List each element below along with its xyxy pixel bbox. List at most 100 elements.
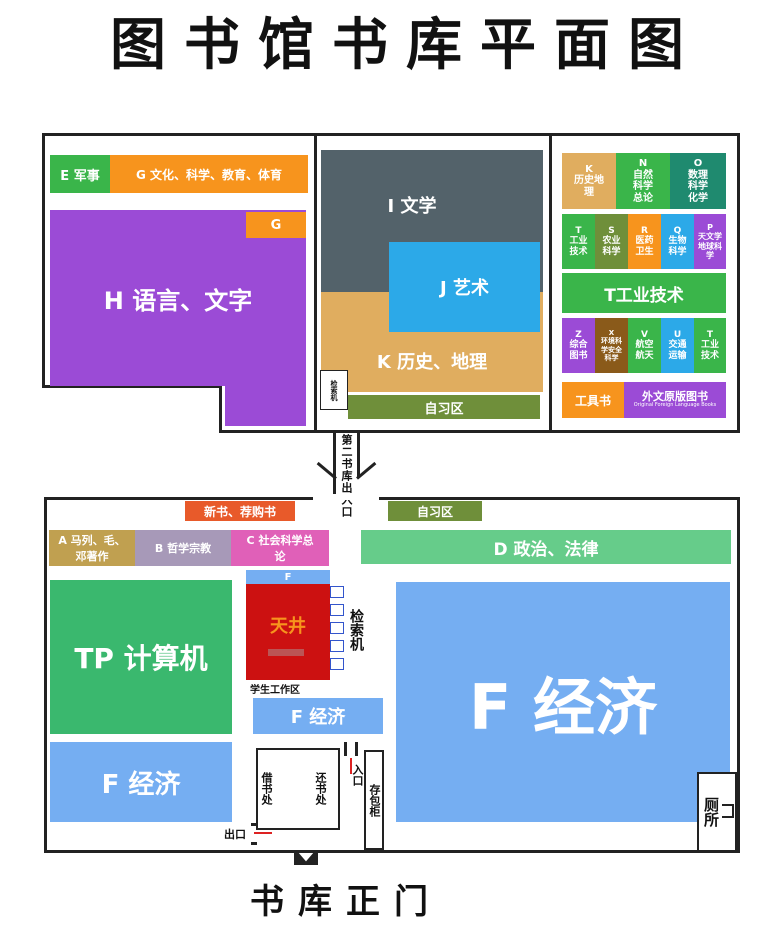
corridor-gap: [313, 494, 379, 500]
self-study-lower: 自习区: [388, 501, 482, 521]
shelf-o-name: 数理科学化学: [688, 169, 708, 204]
shelf-a-marxism: A 马列、毛、邓著作: [49, 530, 135, 566]
shelf-q-code: Q: [673, 225, 682, 236]
shelf-x-name: 环境科学安全科学: [601, 337, 622, 362]
page-title: 图书馆书库平面图: [110, 12, 702, 78]
shelf-q-name: 生物科学: [668, 236, 687, 257]
shelf-n-name: 自然科学总论: [633, 169, 653, 204]
upper-divider-right: [549, 136, 552, 430]
shelf-tp-computer: TP 计算机: [50, 580, 232, 734]
catalog-machine-2: [330, 604, 344, 616]
shelf-t-name: 工业技术: [569, 236, 588, 257]
toilet: 厕所: [697, 772, 737, 852]
shelf-f-economics-big: F 经济: [396, 582, 730, 822]
shelf-z-general: Z 综合图书: [562, 318, 595, 373]
shelf-row1-n: [616, 153, 670, 209]
service-desk-outline: [256, 748, 340, 830]
shelf-v-code: V: [641, 329, 648, 340]
upper-divider-left: [314, 136, 317, 430]
shelf-u-name: 交通运输: [668, 340, 687, 361]
shelf-n-code: N 自然科学总论: [616, 157, 670, 205]
toilet-label: 厕所: [702, 797, 720, 827]
shelf-t-big: T工业技术: [562, 273, 726, 313]
catalog-machine-4: [330, 640, 344, 652]
shelf-n-code-text: N: [638, 158, 648, 169]
shelf-k-name: 历史地理: [574, 175, 604, 198]
upper-floor-notch-wall-v: [219, 385, 222, 433]
shelf-u-transport: U 交通运输: [661, 318, 694, 373]
borrow-desk-label: 借书处: [260, 771, 273, 805]
foreign-books-label-en: Original Foreign Language Books: [633, 402, 717, 409]
shelf-r-code: R: [641, 225, 648, 236]
catalog-upper-label: 检索机: [330, 379, 339, 401]
shelf-t-tech: T 工业技术: [562, 214, 595, 269]
catalog-machine-5: [330, 658, 344, 670]
new-books-shelf: 新书、荐购书: [185, 501, 295, 521]
shelf-g-small: G: [246, 212, 306, 238]
shelf-c-social: C 社会科学总论: [231, 530, 329, 566]
foreign-books-label: 外文原版图书: [642, 389, 708, 403]
toilet-door-icon: [722, 804, 734, 818]
entrance-gate: [344, 742, 358, 756]
borrow-desk: 借书处: [258, 760, 274, 816]
catalog-machine-upper: 检索机: [320, 370, 348, 410]
shelf-q-biology: Q 生物科学: [661, 214, 694, 269]
shelf-v-aerospace: V 航空航天: [628, 318, 661, 373]
shelf-row1-k: [562, 153, 616, 209]
exit-arrow-icon: [254, 832, 272, 834]
shelf-u-code: U: [673, 329, 682, 340]
shelf-r-name: 医药卫生: [635, 236, 654, 257]
catalog-machine-3: [330, 622, 344, 634]
shelf-x-code: X: [608, 329, 615, 338]
atrium-bar: [268, 649, 304, 656]
shelf-o-code-text: O: [693, 158, 703, 169]
corridor-wall-right: [357, 430, 360, 478]
catalog-lower-label-wrap: 检索机: [346, 598, 366, 662]
shelf-h-language: H 语言、文字: [50, 210, 306, 386]
shelf-p-name: 天文学地球科学: [698, 232, 722, 260]
entrance-label: 入口: [351, 764, 364, 786]
atrium: 天井: [246, 584, 330, 680]
shelf-x-environment: X 环境科学安全科学: [595, 318, 628, 373]
student-work-area: 学生工作区: [250, 685, 300, 696]
locker-label: 存包柜: [368, 783, 381, 817]
shelf-t2-name: 工业技术: [700, 340, 719, 361]
main-gate-label: 书库正门: [250, 882, 442, 922]
shelf-k-code: K 历史地理: [562, 157, 616, 205]
catalog-machine-1: [330, 586, 344, 598]
shelf-b-philosophy: B 哲学宗教: [135, 530, 231, 566]
shelf-o-code: O 数理科学化学: [670, 157, 726, 205]
upper-floor-outline: [42, 133, 740, 433]
catalog-lower-label: 检索机: [348, 609, 364, 651]
shelf-tool-books: 工具书: [562, 382, 624, 418]
shelf-f-economics-mid: F 经济: [253, 698, 383, 734]
shelf-d-politics: D 政治、法律: [361, 530, 731, 564]
shelf-t2-code: T: [706, 329, 714, 340]
shelf-v-name: 航空航天: [635, 340, 654, 361]
shelf-j-art: J 艺术: [389, 242, 540, 332]
shelf-p-code: P: [707, 223, 713, 233]
shelf-z-code: Z: [575, 329, 582, 340]
exit-label: 出口: [224, 828, 246, 841]
main-gate-icon: [294, 853, 318, 865]
return-desk: 还书处: [312, 760, 328, 816]
self-study-upper: 自习区: [348, 395, 540, 419]
entrance-label-wrap: 入口: [350, 758, 364, 792]
shelf-p-astronomy: P 天文学地球科学: [694, 214, 726, 269]
shelf-s-code: S: [608, 225, 615, 236]
shelf-e-military: E 军事: [50, 155, 110, 193]
corridor-wall-left: [333, 430, 336, 498]
locker: 存包柜: [364, 750, 384, 850]
lower-floor-outline: [44, 497, 740, 853]
shelf-t-tech-2: T 工业技术: [694, 318, 726, 373]
shelf-z-name: 综合图书: [569, 340, 588, 361]
shelf-s-agri: S 农业科学: [595, 214, 628, 269]
upper-floor-notch-wall: [42, 385, 222, 388]
shelf-foreign-books: 外文原版图书 Original Foreign Language Books: [624, 382, 726, 418]
return-desk-label: 还书处: [314, 771, 327, 805]
shelf-s-name: 农业科学: [602, 236, 621, 257]
shelf-r-medicine: R 医药卫生: [628, 214, 661, 269]
atrium-label: 天井: [270, 616, 306, 637]
shelf-row1-o: [670, 153, 726, 209]
upper-floor-notch: [39, 385, 221, 437]
